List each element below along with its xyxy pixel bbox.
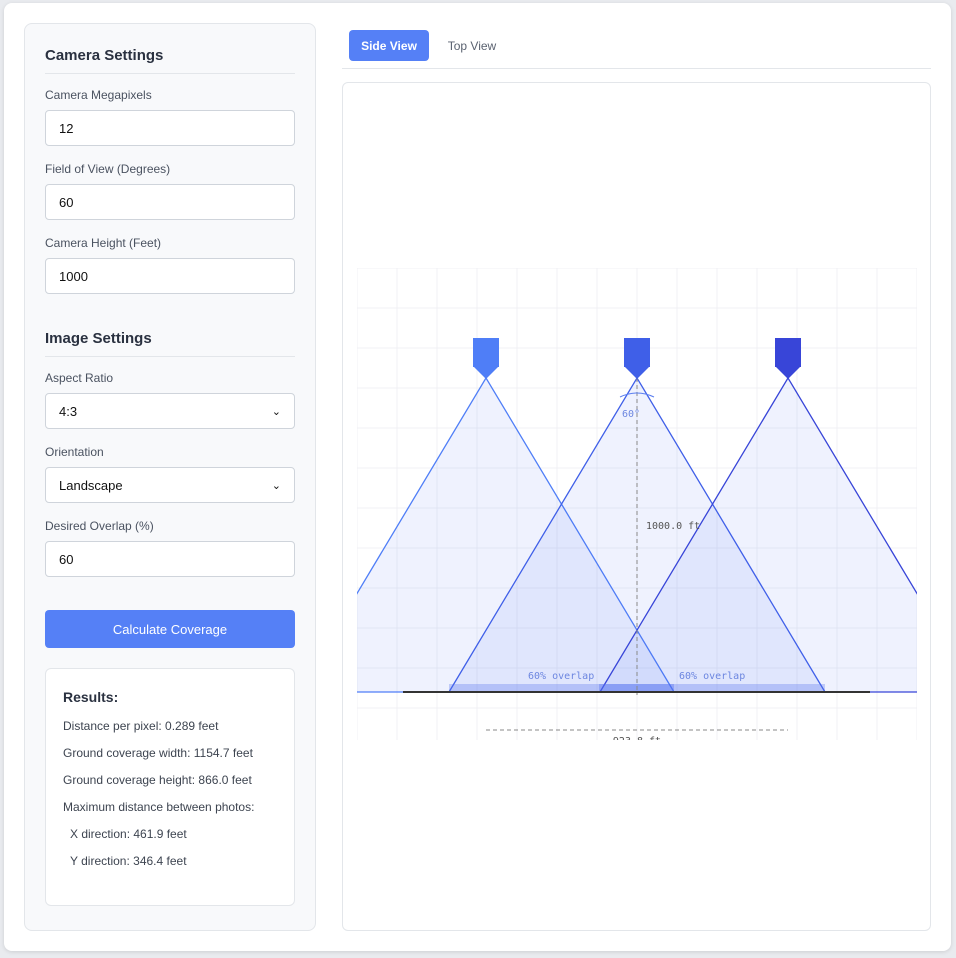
image-settings-heading: Image Settings: [45, 330, 295, 357]
fov-angle-label: 60°: [622, 409, 640, 420]
result-height: Ground coverage height: 866.0 feet: [63, 773, 252, 787]
chevron-down-icon: ⌄: [271, 405, 281, 418]
height-input[interactable]: 1000: [45, 258, 295, 294]
camera-icon: [624, 338, 650, 367]
result-y: Y direction: 346.4 feet: [70, 854, 187, 868]
camera-icon: [775, 338, 801, 367]
orientation-value: Landscape: [59, 477, 123, 493]
overlap-label: 60% overlap: [679, 671, 745, 682]
height-label: Camera Height (Feet): [45, 236, 162, 250]
overlap-label: Desired Overlap (%): [45, 519, 154, 533]
overlap-value: 60: [59, 551, 74, 567]
aspect-value: 4:3: [59, 403, 78, 419]
fov-label: Field of View (Degrees): [45, 162, 171, 176]
camera-lens: [624, 366, 650, 379]
camera-lens: [775, 366, 801, 379]
tab-top-view[interactable]: Top View: [447, 38, 497, 53]
orientation-select[interactable]: Landscape ⌄: [45, 467, 295, 503]
overlap-label: 60% overlap: [528, 671, 594, 682]
app-window: Camera Settings Camera Megapixels 12 Fie…: [4, 3, 951, 951]
result-x: X direction: 461.9 feet: [70, 827, 187, 841]
settings-panel: Camera Settings Camera Megapixels 12 Fie…: [24, 23, 316, 931]
fov-value: 60: [59, 194, 74, 210]
result-max: Maximum distance between photos:: [63, 800, 255, 814]
spacing-label: 923.8 ft: [613, 736, 661, 747]
camera-lens: [473, 366, 499, 379]
diagram-canvas: [342, 82, 931, 931]
fov-arc: [619, 392, 655, 398]
result-dpp: Distance per pixel: 0.289 feet: [63, 719, 219, 733]
height-value: 1000: [59, 268, 88, 284]
results-panel: Results: Distance per pixel: 0.289 feet …: [45, 668, 295, 906]
orientation-label: Orientation: [45, 445, 104, 459]
aspect-select[interactable]: 4:3 ⌄: [45, 393, 295, 429]
tab-side-view[interactable]: Side View: [349, 30, 429, 61]
height-label: 1000.0 ft: [646, 521, 700, 532]
overlap-input[interactable]: 60: [45, 541, 295, 577]
chevron-down-icon: ⌄: [271, 479, 281, 492]
aspect-label: Aspect Ratio: [45, 371, 114, 385]
megapixels-value: 12: [59, 120, 74, 136]
camera-icon: [473, 338, 499, 367]
calculate-coverage-button[interactable]: Calculate Coverage: [45, 610, 295, 648]
result-width: Ground coverage width: 1154.7 feet: [63, 746, 253, 760]
megapixels-input[interactable]: 12: [45, 110, 295, 146]
view-tabs: Side View Top View: [342, 30, 931, 69]
results-heading: Results:: [63, 689, 119, 705]
fov-input[interactable]: 60: [45, 184, 295, 220]
camera-settings-heading: Camera Settings: [45, 47, 295, 74]
megapixels-label: Camera Megapixels: [45, 88, 152, 102]
